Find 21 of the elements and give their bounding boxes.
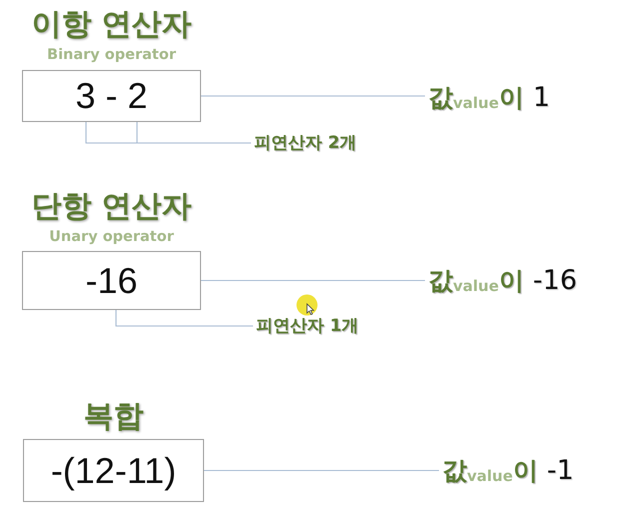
expression-text: -16 [85, 260, 138, 300]
expression-text: 3 - 2 [75, 76, 148, 116]
section-subtitle: Binary operator [47, 46, 176, 65]
connector-line [201, 95, 425, 97]
result-label: 값$_{value}$이 [428, 265, 524, 297]
result-value: -16 [532, 264, 578, 298]
section-heading: 복합 [84, 399, 144, 435]
leader-line [136, 122, 251, 144]
section-heading: 이항 연산자 [31, 7, 192, 43]
section-subtitle: Unary operator [49, 228, 174, 247]
connector-line [204, 470, 439, 472]
operand-count-label: 피연산자 1개 [256, 314, 359, 338]
section-heading: 단항 연산자 [31, 189, 192, 225]
result-value: -1 [546, 454, 574, 488]
expression-text: -(12-11) [50, 450, 176, 490]
leader-line [115, 310, 253, 327]
result-label: 값$_{value}$이 [428, 82, 524, 114]
connector-line [201, 280, 425, 282]
operand-count-label: 피연산자 2개 [254, 131, 357, 155]
result-label: 값$_{value}$이 [442, 455, 538, 487]
result-value: 1 [532, 81, 550, 115]
